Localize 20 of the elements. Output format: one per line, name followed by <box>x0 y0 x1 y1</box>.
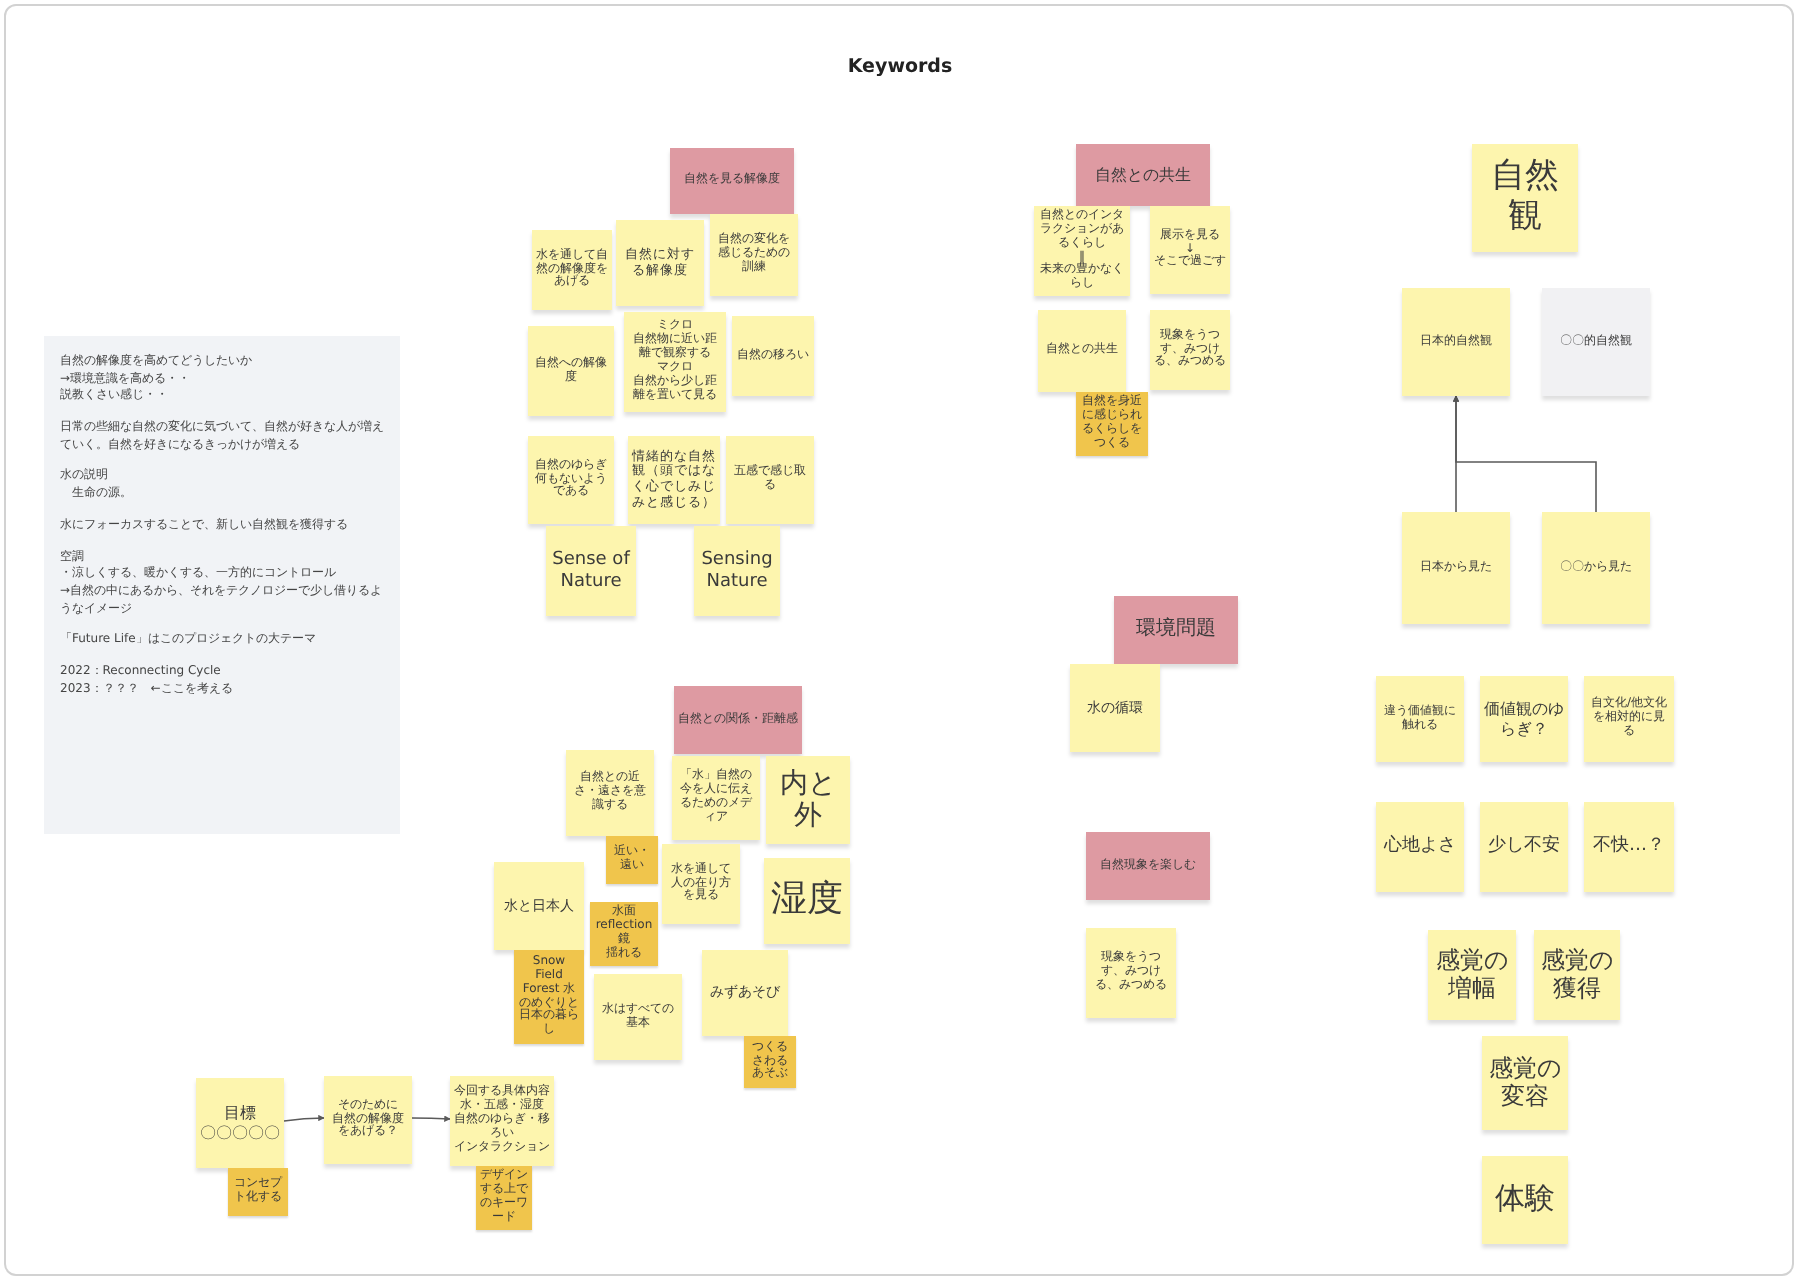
sticky-note: Sensing Nature <box>694 526 780 616</box>
sticky-note: 少し不安 <box>1480 802 1568 892</box>
heading-sticky-note: 環境問題 <box>1114 596 1238 664</box>
arrow <box>411 1115 451 1122</box>
title: Keywords <box>845 56 955 78</box>
arrow <box>283 1114 325 1122</box>
arrow <box>1452 395 1597 513</box>
sticky-note: 内と外 <box>766 756 850 844</box>
sticky-note: 感覚の獲得 <box>1534 930 1620 1020</box>
sticky-note: 心地よさ <box>1376 802 1464 892</box>
sticky-note: Sense of Nature <box>546 526 636 616</box>
sticky-note: 感覚の変容 <box>1482 1036 1568 1130</box>
sticky-note: 価値観のゆらぎ？ <box>1480 676 1568 762</box>
sticky-note: 体験 <box>1482 1156 1568 1244</box>
sticky-note: 湿度 <box>764 858 850 944</box>
sticky-note: 不快…？ <box>1584 802 1674 892</box>
sticky-note: 感覚の増幅 <box>1428 930 1516 1020</box>
heading-sticky-note: 自然との共生 <box>1076 144 1210 206</box>
sticky-note: 自然観 <box>1472 144 1578 252</box>
sticky-note: 目標 〇〇〇〇〇 <box>196 1078 284 1168</box>
